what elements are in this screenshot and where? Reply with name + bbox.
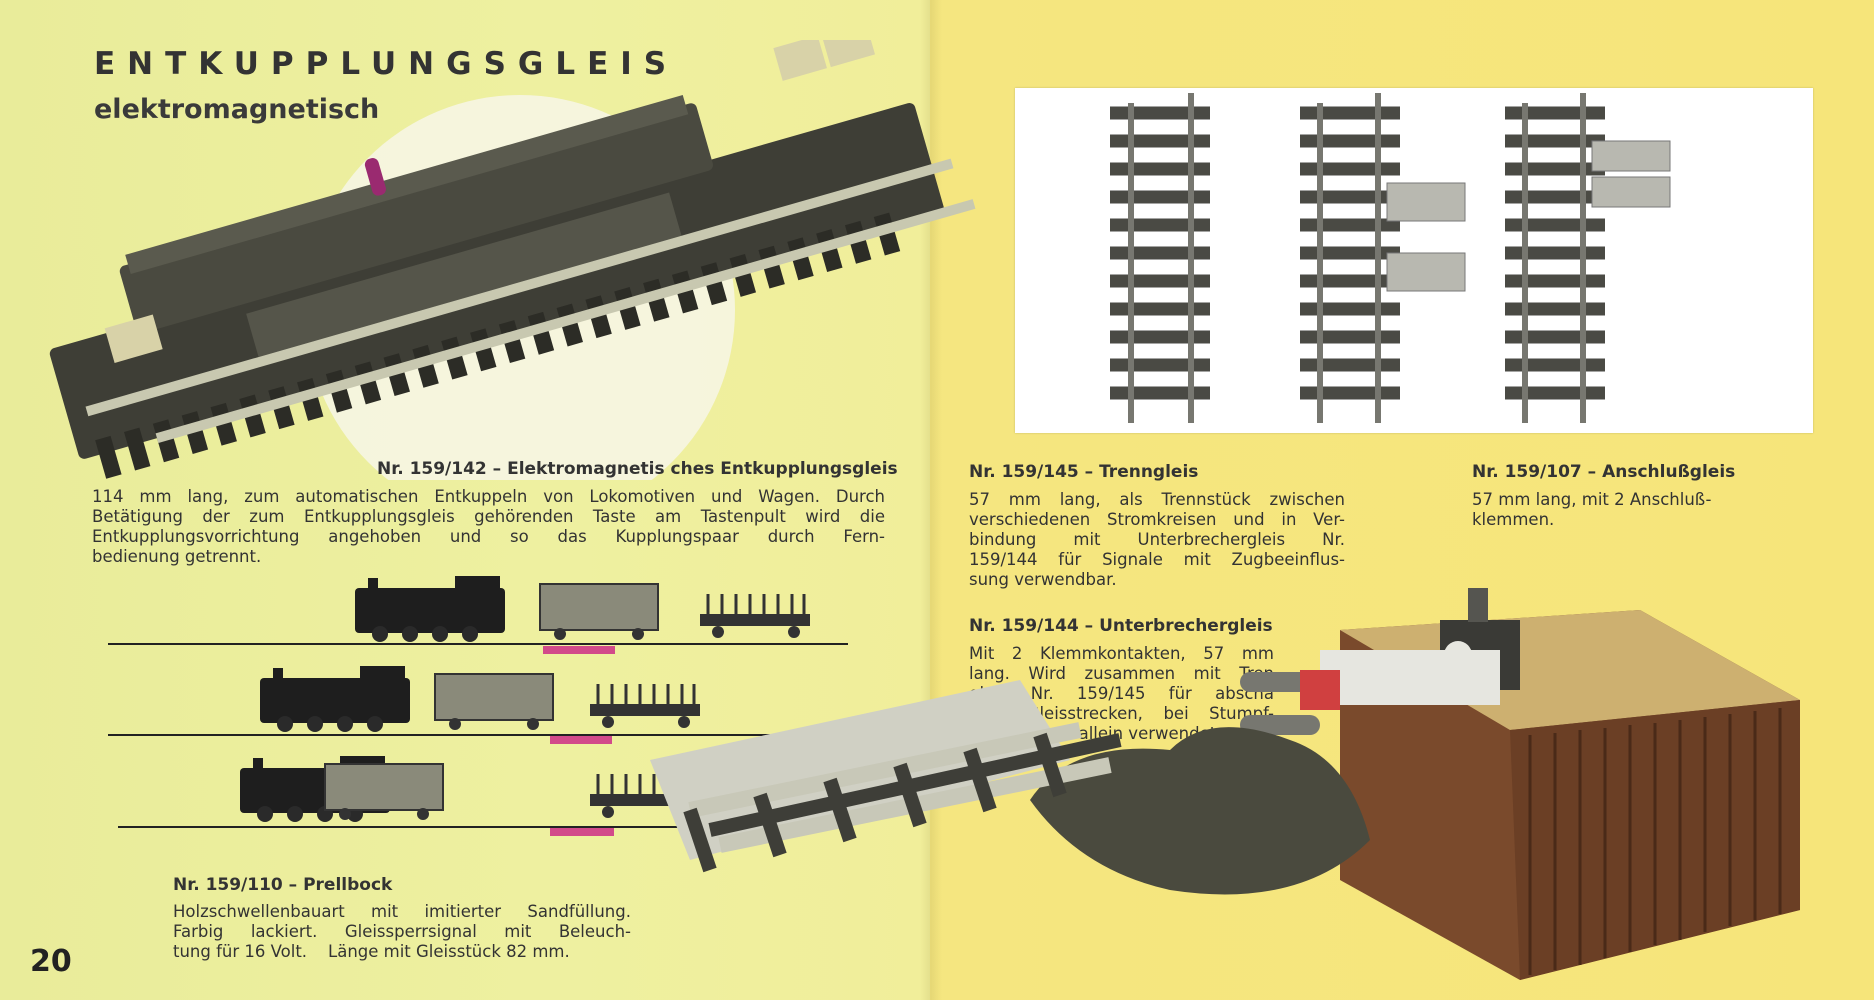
track-piece-anschlussgleis — [1505, 93, 1671, 423]
rail-2 — [155, 199, 976, 443]
entkupplung-heading: Nr. 159/142 – Elektromagnetis ches Entku… — [377, 459, 898, 479]
unterbrecher-line: Mit 2 Klemmkontakten, 57 mm — [969, 644, 1274, 663]
track-pieces-illustration — [1110, 93, 1671, 423]
terminal-clip — [1591, 140, 1671, 172]
box-wagon — [539, 583, 659, 640]
anschluss-heading: Nr. 159/107 – Anschlußgleis — [1472, 462, 1736, 482]
entkupplung-line: Entkupplungsvorrichtung angehoben und so… — [92, 527, 885, 546]
track-line — [108, 643, 848, 645]
train-sequence-illustration — [240, 576, 810, 822]
locomotive — [260, 666, 410, 732]
trenngleis-heading: Nr. 159/145 – Trenngleis — [969, 462, 1199, 482]
trenngleis-line: 159/144 für Signale mit Zugbeeinflus- — [969, 550, 1345, 569]
entkupplungsgleis-illustration — [49, 40, 976, 480]
uncoupling-plate — [246, 192, 682, 358]
stake-wagon — [700, 594, 810, 638]
anschluss-line: 57 mm lang, mit 2 Anschluß- — [1472, 490, 1712, 509]
magnet-housing — [119, 103, 713, 334]
trenngleis-line: sung verwendbar. — [969, 570, 1117, 589]
page-subtitle: elektromagnetisch — [94, 94, 380, 125]
unterbrecher-line: bare Gleisstrecken, bei Stumpf- — [969, 704, 1274, 723]
trenngleis-line: 57 mm lang, als Trennstück zwischen — [969, 490, 1345, 509]
prellbock-line: tung für 16 Volt. Länge mit Gleisstück 8… — [173, 942, 570, 961]
trenngleis-line: bindung mit Unterbrechergleis Nr. — [969, 530, 1345, 549]
rail-1 — [85, 158, 954, 417]
terminal-clip — [1591, 176, 1671, 208]
locomotive — [355, 576, 505, 642]
stake-wagon — [590, 684, 700, 728]
track-pieces-photo — [1015, 88, 1813, 433]
unterbrecher-heading: Nr. 159/144 – Unterbrechergleis — [969, 616, 1273, 636]
entkupplung-line: Betätigung der zum Entkupplungsgleis geh… — [92, 507, 885, 526]
entkupplung-line: 114 mm lang, zum automatischen Entkuppel… — [92, 487, 885, 506]
page-title: ENTKUPPLUNGSGLEIS — [94, 46, 679, 82]
box-wagon — [434, 673, 554, 730]
terminal-clip — [104, 314, 163, 363]
box-wagon — [324, 763, 444, 820]
entkupplung-description: 114 mm lang, zum automatischen Entkuppel… — [92, 487, 885, 567]
track-line — [118, 826, 848, 828]
contact-tab — [1386, 182, 1466, 222]
page-number: 20 — [30, 944, 72, 979]
uncoupling-marker — [550, 828, 614, 836]
magnet-pin — [364, 158, 386, 196]
trenngleis-line: verschiedenen Stromkreisen und in Ver- — [969, 510, 1345, 529]
uncoupling-marker — [543, 646, 615, 654]
track-piece-trenngleis — [1300, 93, 1466, 423]
terminal-clip — [821, 40, 876, 68]
anschluss-line: klemmen. — [1472, 510, 1555, 529]
track-body — [49, 40, 976, 479]
terminal-clip — [773, 40, 827, 81]
ballast-pile — [1030, 727, 1370, 895]
track-line — [108, 734, 848, 736]
prellbock-line: Holzschwellenbauart mit imitierter Sandf… — [173, 902, 631, 921]
track-piece-plain — [1110, 93, 1210, 423]
track-section — [650, 680, 1122, 873]
prellbock-illustration — [650, 588, 1800, 980]
entkupplung-line: bedienung getrennt. — [92, 547, 262, 566]
anschluss-description: 57 mm lang, mit 2 Anschluß- klemmen. — [1472, 490, 1752, 530]
unterbrecher-line: gleis Nr. 159/145 für abscha — [969, 684, 1274, 703]
unterbrecher-line: lang. Wird zusammen mit Tren — [969, 664, 1274, 683]
buffers — [1240, 650, 1500, 735]
prellbock-line: Farbig lackiert. Gleissperrsignal mit Be… — [173, 922, 631, 941]
prellbock-description: Holzschwellenbauart mit imitierter Sandf… — [173, 902, 631, 962]
contact-tab — [1386, 252, 1466, 292]
trenngleis-description: 57 mm lang, als Trennstück zwischen vers… — [969, 490, 1345, 590]
uncoupling-marker — [550, 736, 612, 744]
prellbock-heading: Nr. 159/110 – Prellbock — [173, 875, 393, 895]
